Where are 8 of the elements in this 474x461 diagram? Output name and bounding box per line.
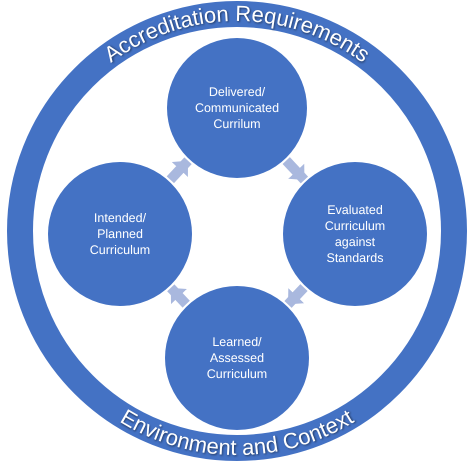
- circle-label: Learned/ Assessed Curriculum: [206, 334, 268, 382]
- arrow: [166, 157, 192, 184]
- arrow: [282, 157, 308, 184]
- circle-label: Intended/ Planned Curriculum: [88, 210, 152, 258]
- circle-label: Evaluated Curriculum against Standards: [324, 202, 386, 266]
- circle-label: Delivered/ Communicated Currilum: [194, 84, 280, 132]
- arrow: [167, 284, 190, 308]
- arrow: [284, 284, 308, 308]
